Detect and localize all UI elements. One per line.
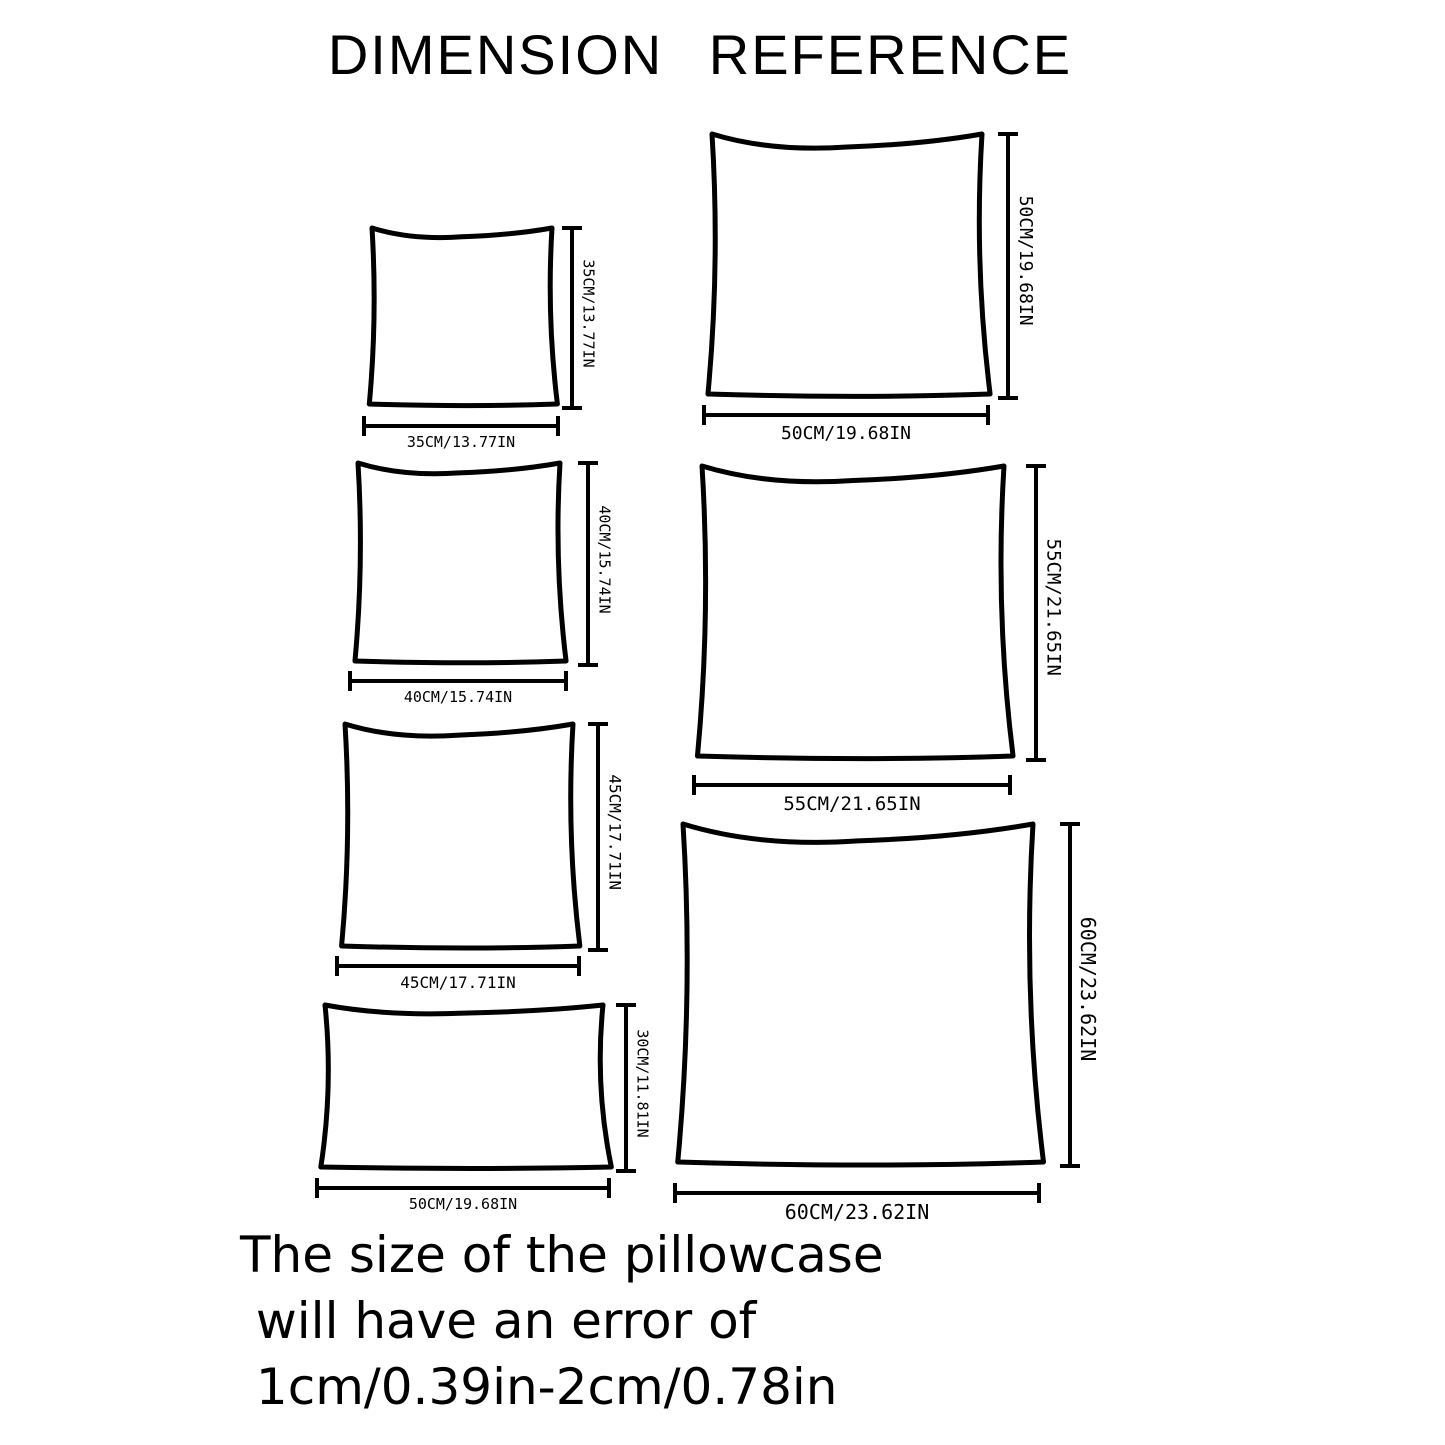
pillows-layer: 35CM/13.77IN35CM/13.77IN40CM/15.74IN40CM… [315, 131, 1100, 1224]
pillow-outline [318, 1002, 614, 1171]
width-dimension-line [315, 1178, 611, 1198]
width-label: 55CM/21.65IN [783, 793, 920, 815]
page-title: DIMENSION REFERENCE [327, 23, 1073, 86]
pillow-3: 45CM/17.71IN 45CM/17.71IN [335, 721, 624, 992]
height-label: 30CM/11.81IN [634, 1029, 652, 1137]
width-label: 45CM/17.71IN [400, 973, 516, 992]
pillow-4: 50CM/19.68IN 30CM/11.81IN [315, 1002, 652, 1213]
note-line-3: 1cm/0.39in-2cm/0.78in [240, 1358, 838, 1416]
pillow-7: 60CM/23.62IN 60CM/23.62IN [673, 821, 1100, 1224]
width-dimension-line [702, 405, 990, 425]
width-dimension-line [692, 775, 1012, 795]
height-dimension-line [998, 132, 1018, 400]
size-error-note: The size of the pillowcase will have an … [240, 1222, 884, 1420]
height-label: 45CM/17.71IN [605, 774, 624, 890]
height-label: 40CM/15.74IN [596, 505, 614, 613]
width-label: 60CM/23.62IN [785, 1200, 930, 1224]
width-dimension-line [362, 416, 560, 436]
height-label: 55CM/21.65IN [1043, 539, 1065, 676]
width-dimension-line [335, 956, 581, 976]
width-label: 50CM/19.68IN [409, 1195, 517, 1213]
height-dimension-line [616, 1003, 636, 1173]
note-line-1: The size of the pillowcase [240, 1226, 884, 1284]
height-label: 60CM/23.62IN [1076, 917, 1100, 1062]
height-dimension-line [578, 461, 598, 667]
pillow-6: 55CM/21.65IN 55CM/21.65IN [692, 463, 1065, 815]
pillow-5: 50CM/19.68IN 50CM/19.68IN [702, 131, 1036, 444]
pillow-1: 35CM/13.77IN 35CM/13.77IN [362, 225, 598, 451]
height-dimension-line [1026, 464, 1046, 762]
width-label: 40CM/15.74IN [404, 688, 512, 706]
width-dimension-line [348, 671, 568, 691]
width-dimension-line [673, 1183, 1041, 1203]
height-dimension-line [562, 226, 582, 410]
width-label: 35CM/13.77IN [407, 433, 515, 451]
height-label: 50CM/19.68IN [1015, 196, 1036, 326]
pillow-outline [352, 460, 569, 666]
height-dimension-line [1060, 822, 1080, 1168]
pillow-2: 40CM/15.74IN 40CM/15.74IN [348, 460, 614, 706]
pillow-outline [705, 131, 993, 399]
pillow-outline [694, 463, 1016, 762]
pillow-outline [339, 721, 583, 951]
pillow-outline [675, 821, 1046, 1168]
width-label: 50CM/19.68IN [781, 423, 911, 444]
pillow-outline [366, 225, 560, 409]
height-dimension-line [588, 722, 608, 952]
note-line-2: will have an error of [240, 1292, 757, 1350]
height-label: 35CM/13.77IN [580, 259, 598, 367]
